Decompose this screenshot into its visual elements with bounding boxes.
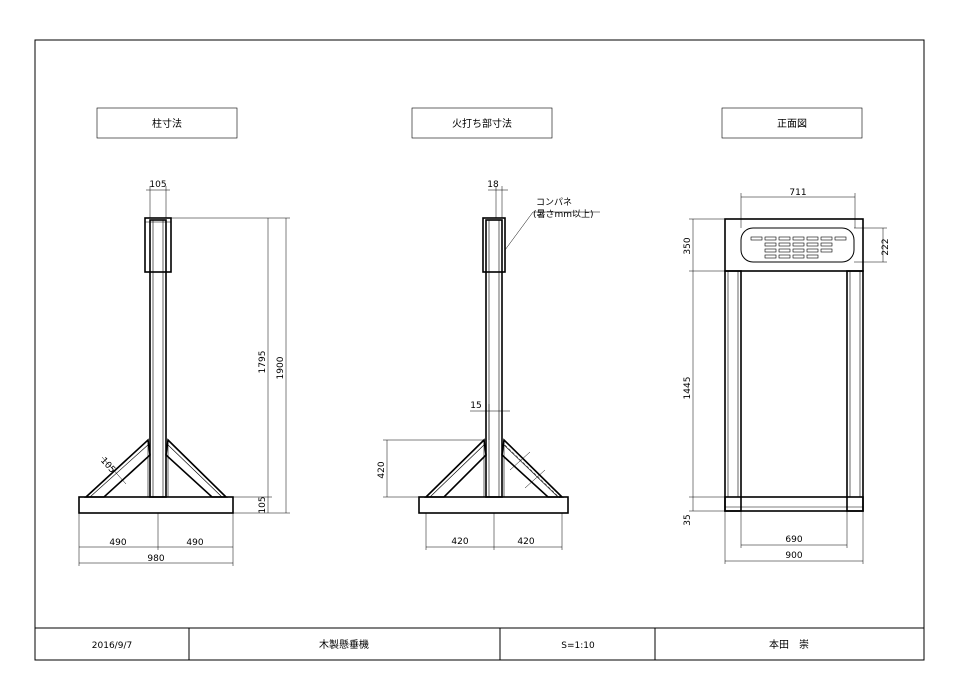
column-view-title: 柱寸法 [152, 117, 182, 130]
front-base [724, 496, 864, 512]
brace-base [418, 496, 569, 514]
brace-dim-left: 420 [451, 537, 468, 547]
front-dim-sign-height: 350 [683, 237, 693, 254]
column-dim-right-half: 490 [186, 538, 203, 548]
title-block-author: 本田 崇 [769, 638, 809, 651]
brace-left [424, 438, 487, 498]
front-view-title-box: 正面図 [721, 107, 863, 139]
column-dim-brace: 105 [98, 456, 117, 475]
brace-dim-height: 420 [377, 461, 387, 478]
brace-right [501, 438, 564, 498]
brace-view-title: 火打ち部寸法 [452, 117, 512, 130]
column-dim-left-half: 490 [109, 538, 126, 548]
title-block-scale: S=1:10 [561, 641, 595, 651]
front-dim-outer-width: 900 [785, 551, 802, 561]
front-dim-column-height: 1445 [683, 377, 693, 400]
front-dim-top-width: 711 [789, 188, 806, 198]
front-sign-panel [740, 227, 855, 263]
front-dim-panel-height: 222 [881, 238, 891, 255]
brace-dim-gap: 15 [470, 401, 481, 411]
title-block-date: 2016/9/7 [92, 641, 132, 651]
column-dim-top-width: 105 [149, 180, 166, 190]
brace-view: 18 コンパネ (暑さmm以上) 15 420 420 420 [377, 180, 600, 550]
title-block: 2016/9/7 木製懸垂機 S=1:10 本田 崇 [92, 628, 809, 660]
front-sign-slots [750, 236, 847, 259]
brace-dim-top: 18 [487, 180, 499, 190]
title-block-name: 木製懸垂機 [319, 638, 369, 651]
front-left-column [724, 270, 742, 512]
front-dim-inner-width: 690 [785, 535, 802, 545]
brace-dim-right: 420 [517, 537, 534, 547]
column-base [78, 496, 234, 514]
column-right-brace [165, 438, 228, 498]
front-view: 711 350 222 1445 35 690 900 [683, 188, 891, 564]
column-post [149, 219, 167, 498]
front-top-board [724, 218, 864, 272]
brace-note-line2: (暑さmm以上) [533, 209, 594, 220]
column-dim-height-upper: 1795 [258, 351, 268, 374]
sheet-border [34, 39, 925, 661]
front-dim-foot-height: 35 [683, 514, 693, 525]
column-view-title-box: 柱寸法 [96, 107, 238, 139]
front-right-column [846, 270, 864, 512]
column-view: 105 1795 1900 105 105 490 490 980 [78, 180, 290, 566]
column-dim-base-height: 105 [258, 496, 268, 513]
brace-note-line1: コンパネ [536, 197, 572, 208]
brace-view-title-box: 火打ち部寸法 [411, 107, 553, 139]
column-dim-base-width: 980 [147, 554, 164, 564]
front-view-title: 正面図 [777, 118, 807, 130]
brace-post [485, 219, 503, 498]
column-left-brace [83, 438, 151, 498]
column-dim-height-total: 1900 [276, 356, 286, 379]
